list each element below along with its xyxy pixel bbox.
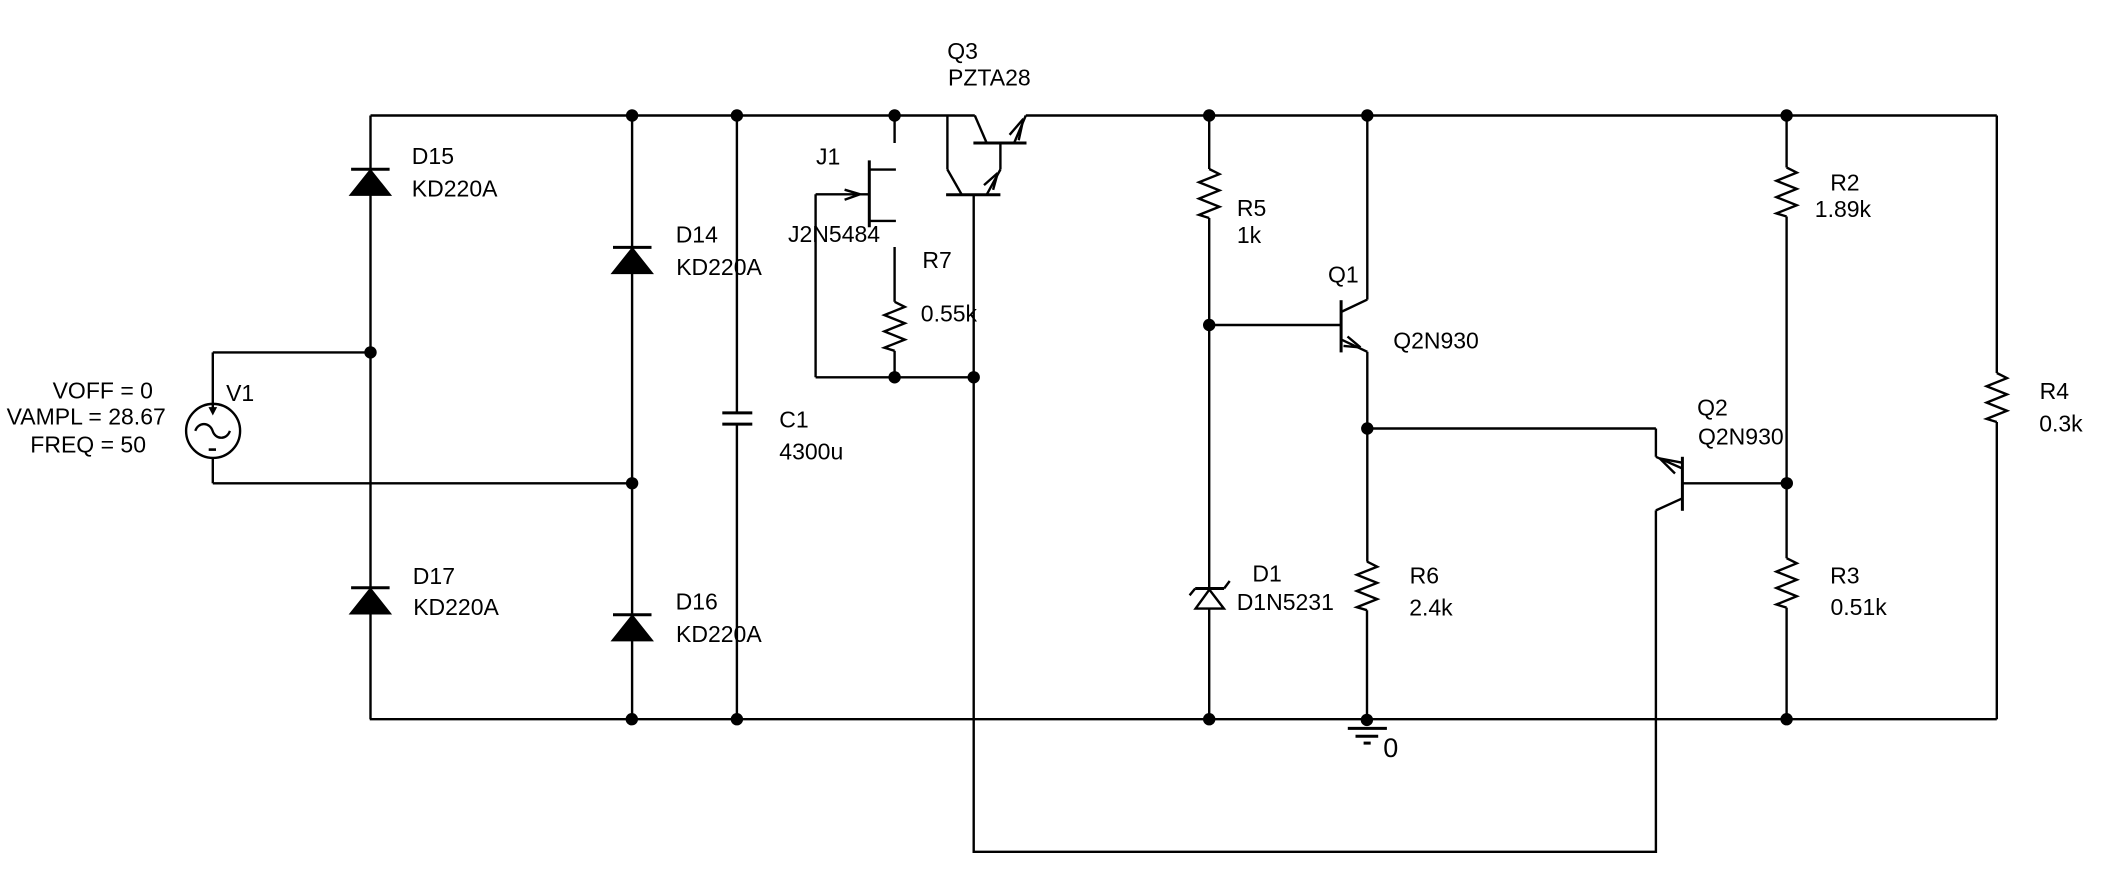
svg-text:0.51k: 0.51k	[1831, 594, 1888, 620]
svg-text:D15: D15	[412, 143, 454, 169]
svg-text:Q2N930: Q2N930	[1393, 328, 1479, 354]
svg-text:D16: D16	[676, 589, 718, 615]
svg-text:D1N5231: D1N5231	[1237, 589, 1334, 615]
svg-text:KD220A: KD220A	[413, 594, 499, 620]
svg-text:0.55k: 0.55k	[921, 300, 978, 326]
svg-text:KD220A: KD220A	[676, 621, 762, 647]
svg-text:R3: R3	[1830, 563, 1859, 589]
svg-text:0: 0	[1383, 733, 1398, 763]
svg-text:D17: D17	[413, 563, 455, 589]
svg-text:KD220A: KD220A	[412, 175, 498, 201]
svg-text:J1: J1	[816, 144, 840, 170]
svg-text:V1: V1	[226, 380, 254, 406]
svg-text:C1: C1	[779, 406, 808, 432]
svg-text:1k: 1k	[1237, 222, 1262, 248]
svg-text:R4: R4	[2040, 378, 2070, 404]
svg-text:VOFF = 0: VOFF = 0	[53, 377, 153, 403]
svg-text:KD220A: KD220A	[676, 254, 762, 280]
svg-text:Q2: Q2	[1697, 395, 1728, 421]
svg-text:R5: R5	[1237, 195, 1266, 221]
svg-text:Q1: Q1	[1328, 261, 1359, 287]
svg-text:1.89k: 1.89k	[1815, 196, 1872, 222]
svg-text:R7: R7	[922, 247, 951, 273]
svg-text:2.4k: 2.4k	[1409, 595, 1453, 621]
svg-text:Q3: Q3	[947, 38, 978, 64]
svg-text:PZTA28: PZTA28	[948, 65, 1031, 91]
svg-text:0.3k: 0.3k	[2039, 410, 2083, 436]
svg-text:FREQ = 50: FREQ = 50	[30, 431, 146, 457]
svg-text:VAMPL = 28.67: VAMPL = 28.67	[7, 404, 166, 430]
svg-text:R6: R6	[1410, 563, 1439, 589]
svg-text:J2N5484: J2N5484	[788, 221, 880, 247]
svg-text:D1: D1	[1252, 561, 1281, 587]
svg-text:D14: D14	[676, 222, 718, 248]
svg-text:Q2N930: Q2N930	[1698, 424, 1784, 450]
svg-text:4300u: 4300u	[779, 438, 843, 464]
svg-text:R2: R2	[1830, 170, 1859, 196]
